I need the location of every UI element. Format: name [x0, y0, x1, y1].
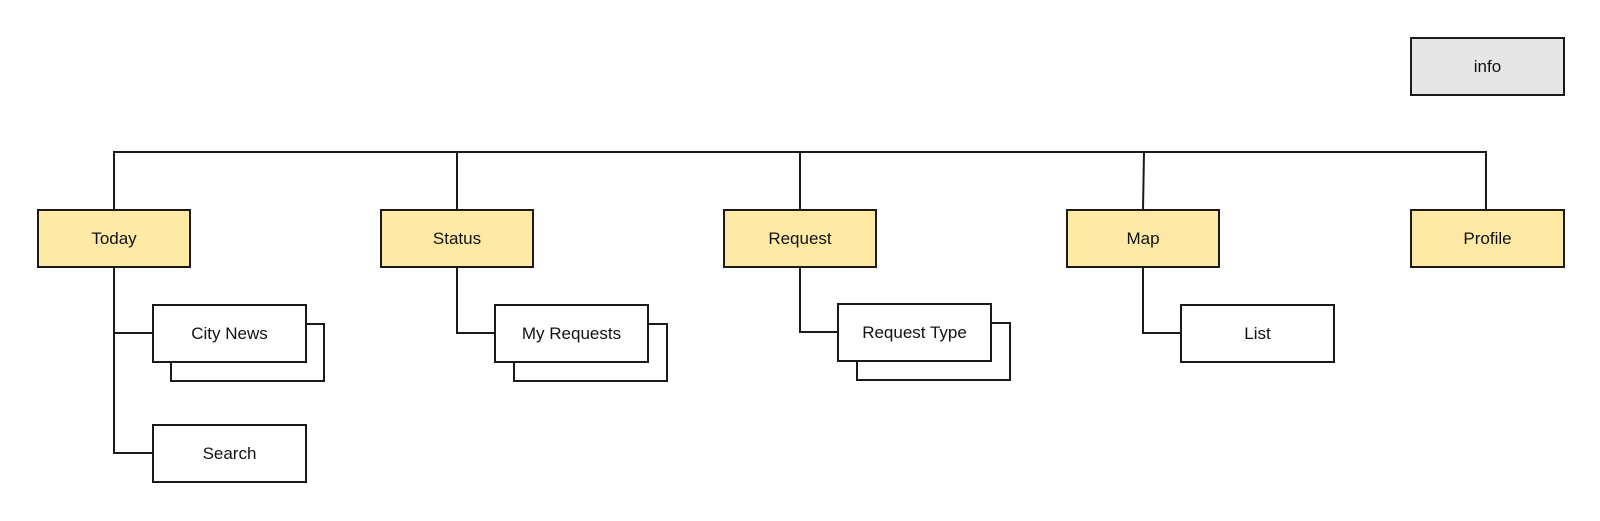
node-city-news-label: City News	[191, 324, 268, 343]
node-search: Search	[152, 424, 307, 483]
node-my-requests-label: My Requests	[521, 324, 622, 343]
node-request-type: Request Type	[837, 303, 992, 362]
node-map: Map	[1066, 209, 1220, 268]
node-status-label: Status	[432, 229, 482, 248]
connector-request-children	[799, 268, 838, 333]
connector-map	[1142, 151, 1145, 211]
connector-map-children	[1142, 268, 1181, 334]
node-request-label: Request	[768, 229, 832, 248]
node-city-news: City News	[152, 304, 307, 363]
info-box: info	[1410, 37, 1565, 96]
node-profile-label: Profile	[1463, 229, 1512, 248]
node-list-label: List	[1244, 324, 1271, 343]
node-search-label: Search	[202, 444, 257, 463]
node-list: List	[1180, 304, 1335, 363]
node-my-requests: My Requests	[494, 304, 649, 363]
connector-status-children	[456, 268, 495, 334]
connector-today-children	[113, 268, 153, 454]
node-today-label: Today	[91, 229, 137, 248]
info-label: info	[1473, 57, 1502, 76]
node-request: Request	[723, 209, 877, 268]
node-request-type-label: Request Type	[862, 323, 967, 342]
node-map-label: Map	[1126, 229, 1160, 248]
node-today: Today	[37, 209, 191, 268]
node-profile: Profile	[1410, 209, 1565, 268]
node-status: Status	[380, 209, 534, 268]
